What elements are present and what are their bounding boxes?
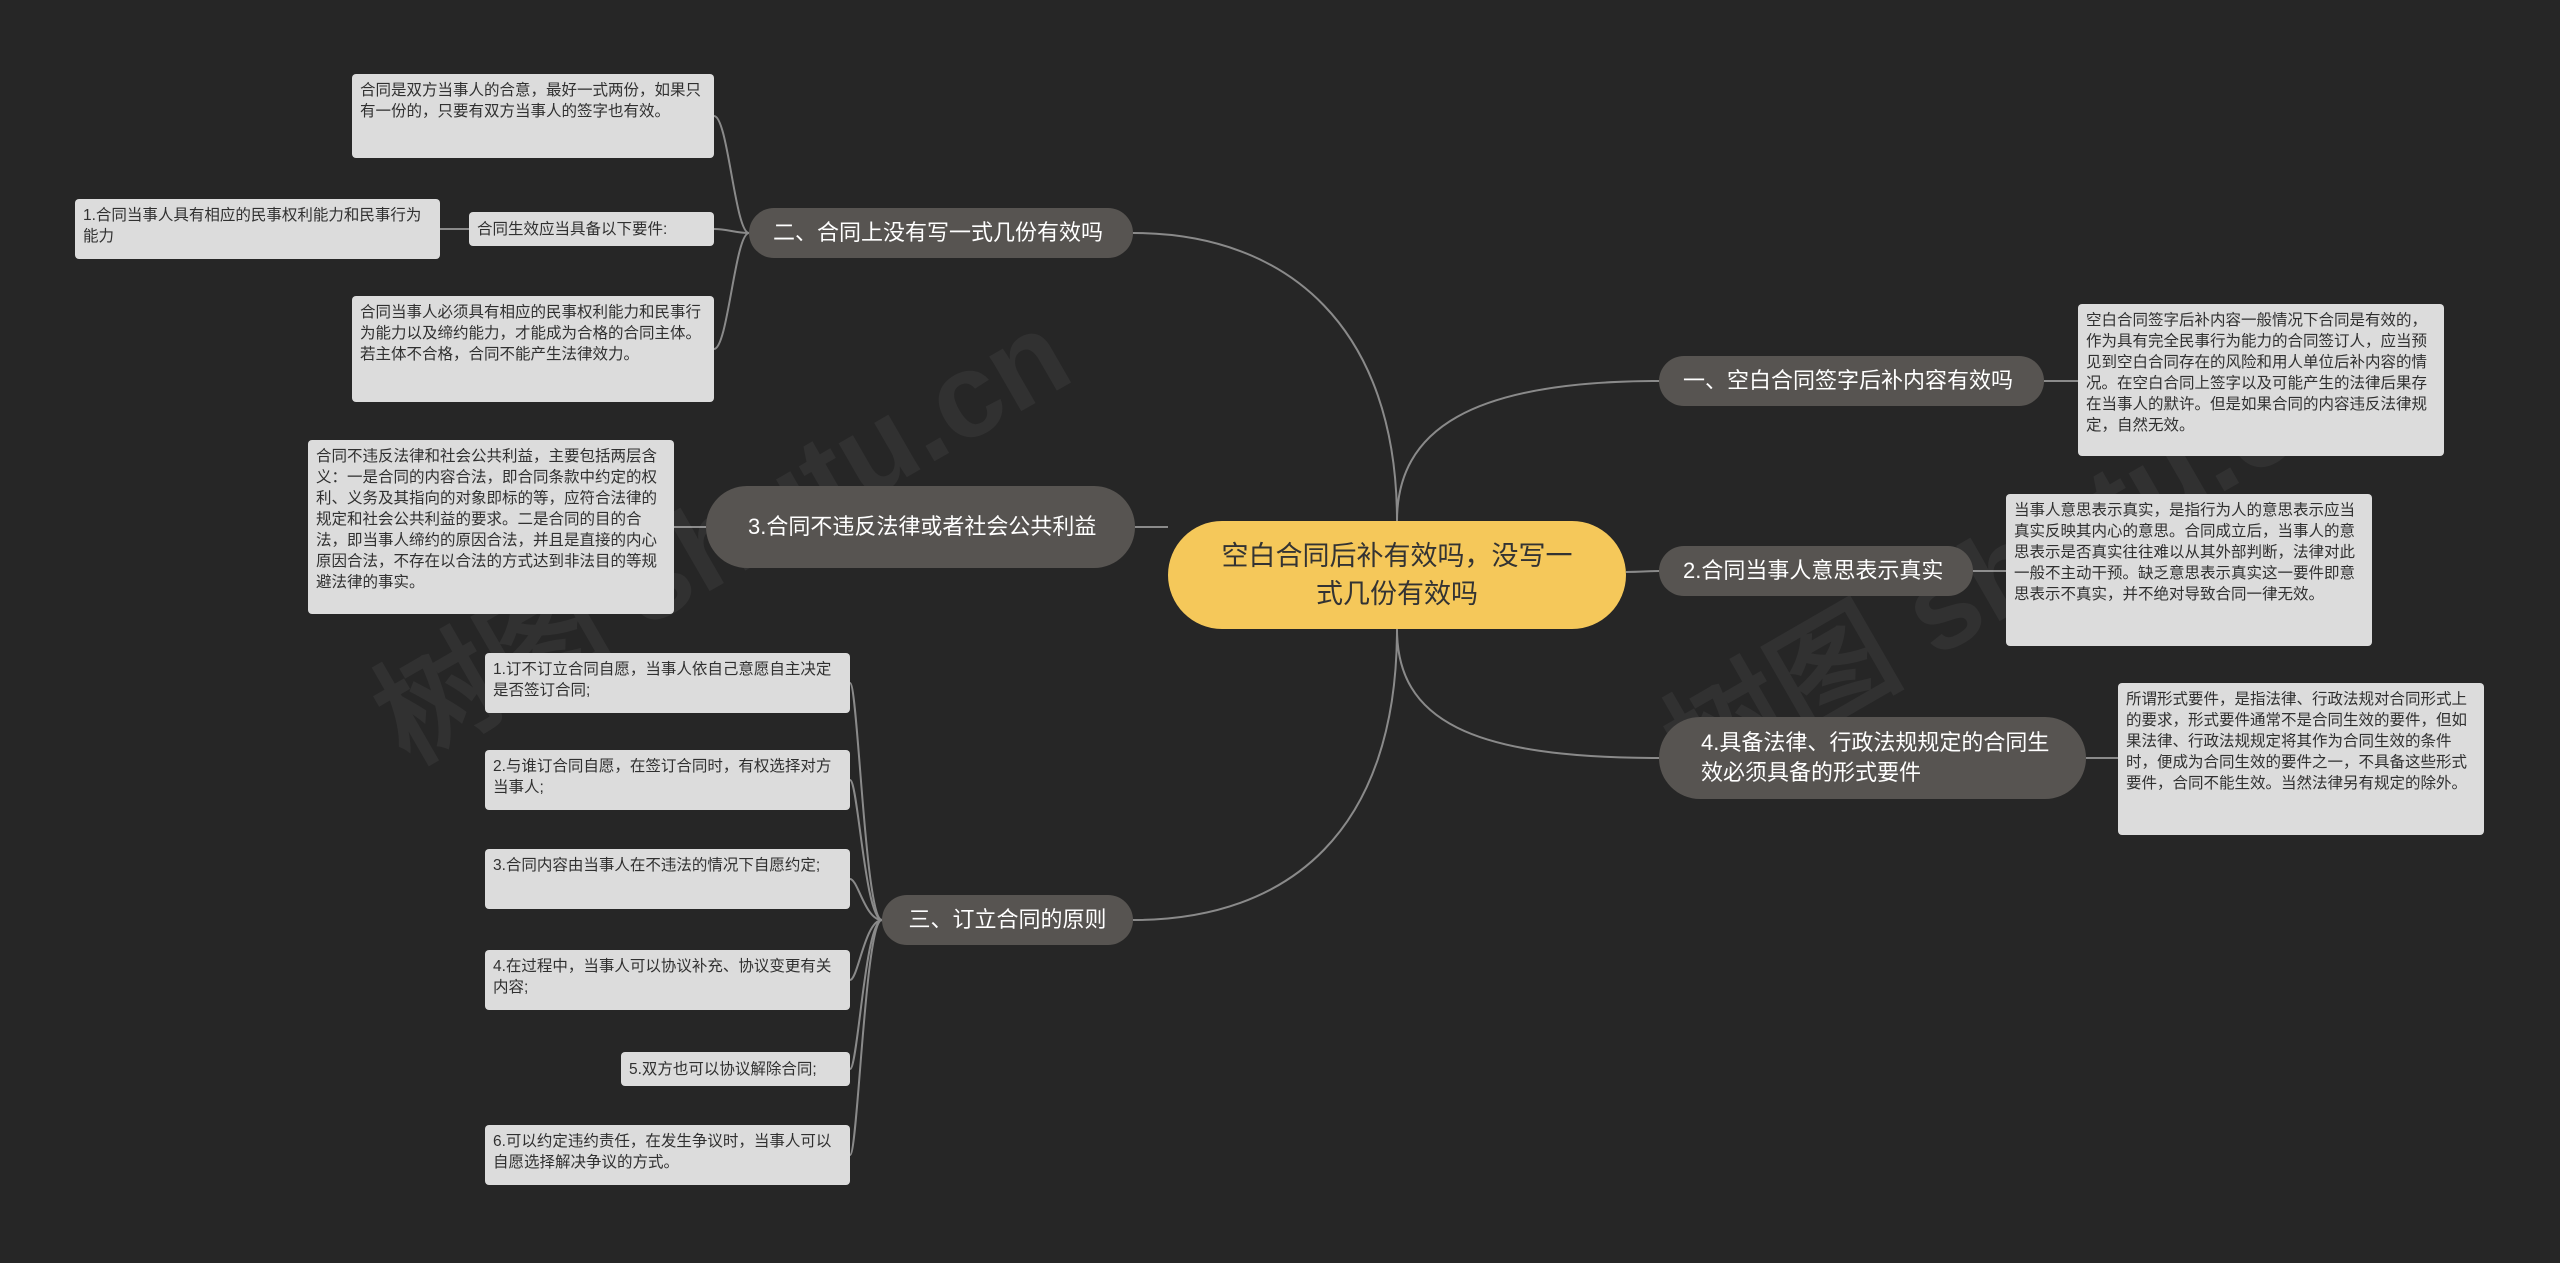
link-b3-c2 bbox=[849, 779, 883, 921]
branch-topic-blank-contract-signed[interactable]: 一、空白合同签字后补内容有效吗 bbox=[1659, 356, 2044, 406]
branch-label: 二、合同上没有写一式几份有效吗 bbox=[773, 220, 1104, 245]
leaf-principle-3[interactable]: 3.合同内容由当事人在不违法的情况下自愿约定; bbox=[485, 849, 850, 909]
link-b3-c1 bbox=[849, 682, 883, 921]
leaf-validity-requirements[interactable]: 合同生效应当具备以下要件: bbox=[469, 212, 714, 246]
leaf-principle-2[interactable]: 2.与谁订合同自愿，在签订合同时，有权选择对方当事人; bbox=[485, 750, 850, 810]
link-root-right-2 bbox=[1625, 570, 1660, 573]
link-root-left-3 bbox=[1132, 628, 1398, 921]
leaf-principle-4[interactable]: 4.在过程中，当事人可以协议补充、协议变更有关内容; bbox=[485, 950, 850, 1010]
branch-topic-copies-validity[interactable]: 二、合同上没有写一式几份有效吗 bbox=[749, 208, 1133, 258]
link-b1-c1 bbox=[713, 115, 750, 234]
link-b3-c3 bbox=[849, 878, 883, 921]
link-root-right-3 bbox=[1396, 628, 1660, 759]
link-b3-c6 bbox=[849, 919, 883, 1156]
branch-topic-formal-requirements[interactable]: 4.具备法律、行政法规规定的合同生效必须具备的形式要件 bbox=[1659, 717, 2086, 799]
branch-topic-not-violate-law[interactable]: 3.合同不违反法律或者社会公共利益 bbox=[706, 486, 1135, 568]
leaf-blank-contract-validity[interactable]: 空白合同签字后补内容一般情况下合同是有效的，作为具有完全民事行为能力的合同签订人… bbox=[2078, 304, 2444, 456]
leaf-lawful-content-purpose[interactable]: 合同不违反法律和社会公共利益，主要包括两层含义：一是合同的内容合法，即合同条款中… bbox=[308, 440, 674, 614]
link-b1-c2 bbox=[713, 228, 750, 234]
leaf-principle-6[interactable]: 6.可以约定违约责任，在发生争议时，当事人可以自愿选择解决争议的方式。 bbox=[485, 1125, 850, 1185]
branch-label: 3.合同不违反法律或者社会公共利益 bbox=[748, 514, 1097, 539]
link-root-right-1 bbox=[1396, 380, 1660, 522]
link-b1-c3 bbox=[713, 232, 750, 350]
link-b3-c5 bbox=[849, 919, 883, 1070]
root-topic[interactable]: 空白合同后补有效吗，没写一式几份有效吗 bbox=[1168, 521, 1626, 629]
branch-label: 一、空白合同签字后补内容有效吗 bbox=[1683, 368, 2014, 393]
branch-label: 4.具备法律、行政法规规定的合同生效必须具备的形式要件 bbox=[1701, 730, 2050, 785]
branch-topic-contract-principles[interactable]: 三、订立合同的原则 bbox=[882, 895, 1133, 945]
leaf-mutual-consent-copies[interactable]: 合同是双方当事人的合意，最好一式两份，如果只有一份的，只要有双方当事人的签字也有… bbox=[352, 74, 714, 158]
leaf-qualified-party[interactable]: 合同当事人必须具有相应的民事权利能力和民事行为能力以及缔约能力，才能成为合格的合… bbox=[352, 296, 714, 402]
branch-topic-true-intention[interactable]: 2.合同当事人意思表示真实 bbox=[1659, 546, 1973, 596]
root-topic-label: 空白合同后补有效吗，没写一式几份有效吗 bbox=[1221, 541, 1573, 609]
link-b3-c4 bbox=[849, 919, 883, 981]
leaf-true-intention-explained[interactable]: 当事人意思表示真实，是指行为人的意思表示应当真实反映其内心的意思。合同成立后，当… bbox=[2006, 494, 2372, 646]
leaf-principle-5[interactable]: 5.双方也可以协议解除合同; bbox=[621, 1052, 850, 1086]
leaf-capacity-requirement[interactable]: 1.合同当事人具有相应的民事权利能力和民事行为能力 bbox=[75, 199, 440, 259]
branch-label: 三、订立合同的原则 bbox=[908, 907, 1107, 932]
leaf-formal-requirements-explained[interactable]: 所谓形式要件，是指法律、行政法规对合同形式上的要求，形式要件通常不是合同生效的要… bbox=[2118, 683, 2484, 835]
leaf-principle-1[interactable]: 1.订不订立合同自愿，当事人依自己意愿自主决定是否签订合同; bbox=[485, 653, 850, 713]
link-root-left-1 bbox=[1132, 232, 1398, 522]
branch-label: 2.合同当事人意思表示真实 bbox=[1683, 558, 1944, 583]
